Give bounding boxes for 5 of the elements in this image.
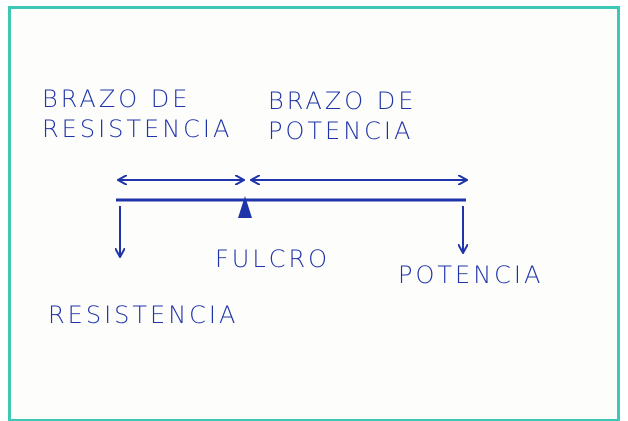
fulcrum-label: FULCRO [215,244,332,274]
force-label: POTENCIA [398,260,544,290]
force-label: RESISTENCIA [48,300,240,330]
arm-label: BRAZO DE POTENCIA [268,86,418,146]
arm-label: BRAZO DE RESISTENCIA [42,84,234,144]
